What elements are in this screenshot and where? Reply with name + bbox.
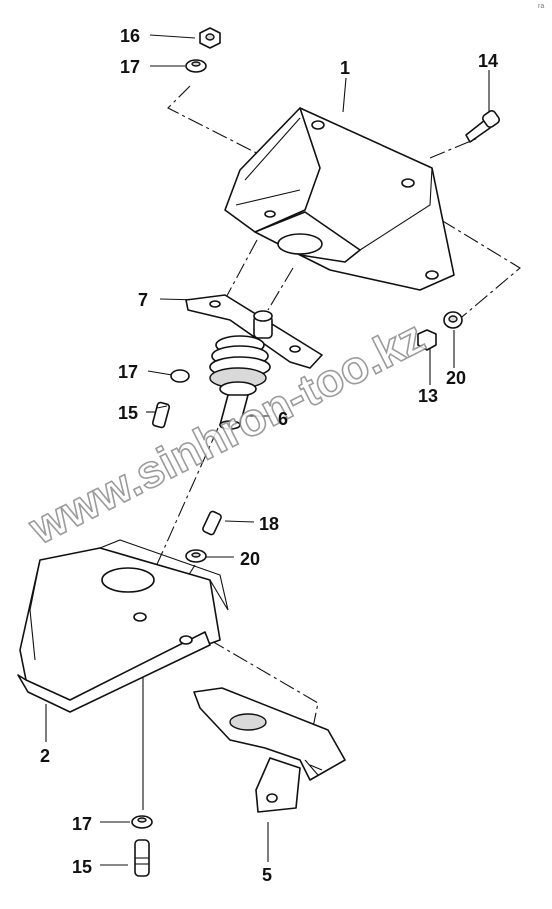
callout-15: 15 xyxy=(118,403,138,423)
damper-plate-part xyxy=(185,294,323,369)
nut-13-part xyxy=(417,329,437,351)
spring-part xyxy=(209,335,271,397)
washer-17-top-part xyxy=(185,59,207,73)
corner-mark: ra xyxy=(538,3,544,10)
washer-20-low-part xyxy=(185,549,207,563)
callout-7: 7 xyxy=(138,290,148,310)
callout-5: 5 xyxy=(262,865,272,885)
callout-17: 17 xyxy=(72,814,92,834)
callout-18: 18 xyxy=(259,514,279,534)
foot-bracket-part xyxy=(193,687,346,813)
bolt-18-part xyxy=(202,510,222,536)
callout-2: 2 xyxy=(40,746,50,766)
callout-17: 17 xyxy=(118,362,138,382)
callout-16: 16 xyxy=(120,26,140,46)
bolt-15-bottom-part xyxy=(134,839,150,877)
cone-bumper-part xyxy=(219,394,249,430)
washer-17-mid-part xyxy=(170,369,190,383)
callout-15: 15 xyxy=(72,857,92,877)
callout-13: 13 xyxy=(418,386,438,406)
upper-bracket-part xyxy=(224,107,455,291)
nut-16-part xyxy=(199,27,221,49)
bolt-15-mid-part xyxy=(151,401,171,429)
callout-6: 6 xyxy=(278,409,288,429)
callout-20: 20 xyxy=(446,368,466,388)
lower-housing-part xyxy=(17,539,229,713)
callout-1: 1 xyxy=(340,58,350,78)
callout-labels: 16 17 1 14 7 17 13 20 15 6 18 20 2 17 15… xyxy=(40,26,498,885)
callout-14: 14 xyxy=(478,51,498,71)
callout-20: 20 xyxy=(240,549,260,569)
washer-20-top-part xyxy=(443,311,463,329)
callout-17: 17 xyxy=(120,57,140,77)
bolt-14-part xyxy=(465,110,500,143)
washer-17-bottom-part xyxy=(131,815,153,829)
